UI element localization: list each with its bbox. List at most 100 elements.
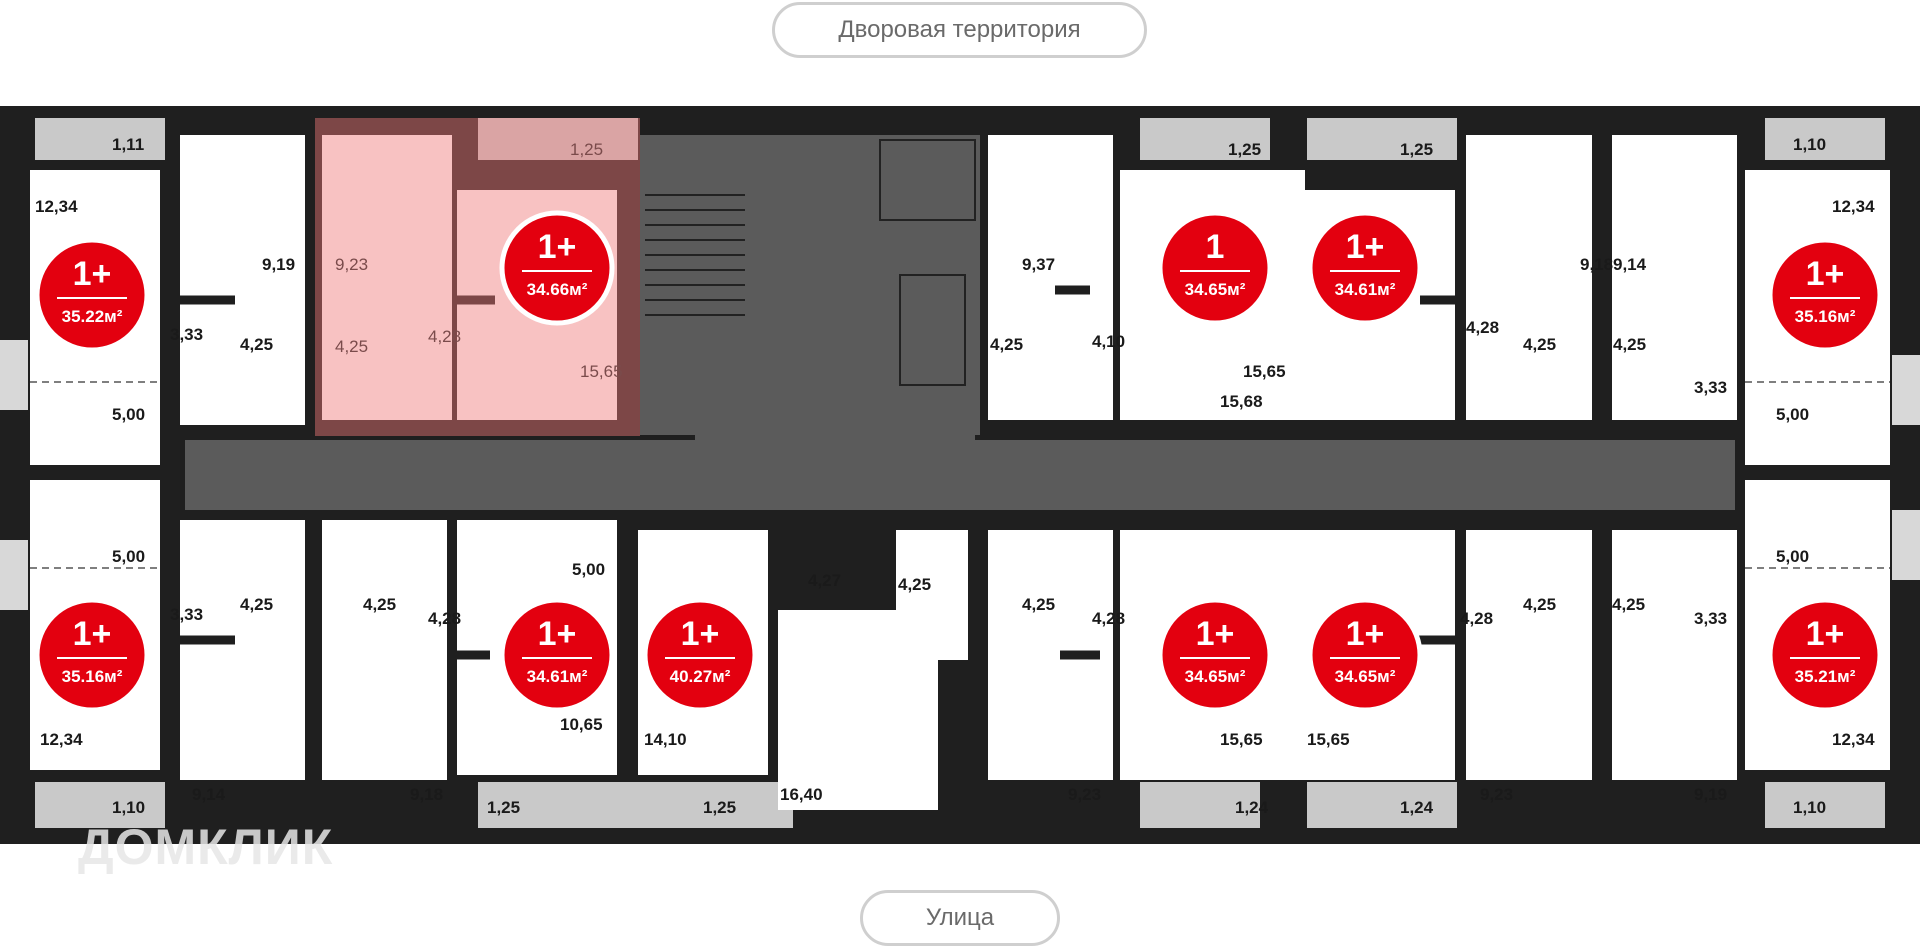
apartment-area: 34.65м² [1185,667,1246,686]
partitions [180,285,1460,660]
apartment-badges[interactable]: 1+ 35.22м² 1+ 34.66м² 1 34.65м² 1+ 34.61м² 1+ 35.… [34,210,1883,713]
badge-circle[interactable] [499,210,615,326]
room-area-label: 4,28 [428,609,461,628]
balconies-bottom [35,782,1885,828]
apartment-badge-b5[interactable]: 1+34.65м² [1307,597,1423,713]
badge-circle[interactable] [1767,237,1883,353]
room-area-label: 12,34 [1832,197,1875,216]
badge-circle[interactable] [1307,210,1423,326]
room-area-label: 16,40 [780,785,823,804]
room-area-label: 9,14 [192,785,226,804]
room-area-label: 9,18 [1580,255,1613,274]
room-area-label: 9,19 [1694,785,1727,804]
room-area-label: 1,24 [1235,798,1269,817]
room-area-label: 5,00 [1776,547,1809,566]
room-area-label: 4,25 [1523,335,1556,354]
room-area-label: 5,00 [112,405,145,424]
badge-circle[interactable] [34,237,150,353]
room-area-label: 1,24 [1400,798,1434,817]
badge-circle[interactable] [642,597,758,713]
room-area-label: 14,10 [644,730,687,749]
room-area-label: 4,10 [1092,332,1125,351]
room-area-labels: 1,1112,349,193,334,255,001,259,234,254,2… [35,135,1875,817]
badge-circle[interactable] [1157,597,1273,713]
room-area-label: 1,10 [1793,798,1826,817]
apartment-badge-a4[interactable]: 1+ 34.61м² [1307,210,1423,326]
room-area-label: 5,00 [1776,405,1809,424]
apartment-area: 34.65м² [1185,280,1246,299]
apartment-area: 34.66м² [527,280,588,299]
room-area-label: 1,25 [1400,140,1433,159]
apartment-type: 1 [1206,228,1225,266]
apartment-area: 35.21м² [1795,667,1856,686]
room-area-label: 12,34 [35,197,78,216]
room-area-label: 4,25 [335,337,368,356]
room-area-label: 9,23 [335,255,368,274]
apartment-badge-b3[interactable]: 1+ 40.27м² [642,597,758,713]
room-area-label: 1,25 [703,798,736,817]
apartment-badge-b4[interactable]: 1+34.65м² [1157,597,1273,713]
lobby [695,405,975,455]
apartment-badge-b1[interactable]: 1+ 35.16м² [34,597,150,713]
apartment-badge-a2[interactable]: 1+ 34.66м² [499,210,615,326]
room-area-label: 4,25 [363,595,396,614]
room-area-label: 4,25 [1613,335,1646,354]
badge-circle[interactable] [499,597,615,713]
apartment-type: 1+ [73,255,112,293]
room-area-label: 4,28 [1092,609,1125,628]
apartment-badge-b6[interactable]: 1+ 35.21м² [1767,597,1883,713]
room-area-label: 3,33 [1694,609,1727,628]
apartment-badge-b2[interactable]: 1+ 34.61м² [499,597,615,713]
balconies-top [35,118,1885,160]
room-area-label: 15,65 [1243,362,1286,381]
room-area-label: 4,27 [808,571,841,590]
stairs [645,139,976,386]
watermark-logo: ДОМКЛИК [78,819,334,875]
apartment-area: 40.27м² [670,667,731,686]
badge-circle[interactable] [1767,597,1883,713]
apartment-type: 1+ [1346,615,1385,653]
room-area-label: 15,68 [1220,392,1263,411]
room-area-label: 4,28 [1460,609,1493,628]
apartment-badge-a5[interactable]: 1+ 35.16м² [1767,237,1883,353]
room-area-label: 3,33 [170,605,203,624]
apartment-area: 34.61м² [527,667,588,686]
apartment-area: 34.61м² [1335,280,1396,299]
room-area-label: 12,34 [1832,730,1875,749]
apartment-type: 1+ [73,615,112,653]
room-area-label: 4,25 [898,575,931,594]
apartment-badge-a3[interactable]: 1 34.65м² [1157,210,1273,326]
dashed-lines [30,381,1890,569]
badge-circle[interactable] [34,597,150,713]
apartment-type: 1+ [538,228,577,266]
street-label: Улица [860,890,1060,946]
apartment-type: 1+ [538,615,577,653]
apartment-type: 1+ [1806,255,1845,293]
room-area-label: 1,25 [1228,140,1261,159]
room-area-label: 9,23 [1480,785,1513,804]
room-area-label: 15,65 [580,362,623,381]
apartment-area: 35.22м² [62,307,123,326]
room-area-label: 9,14 [1613,255,1647,274]
room-area-label: 1,25 [570,140,603,159]
apartment-type: 1+ [1346,228,1385,266]
room-area-label: 4,25 [1523,595,1556,614]
room-area-label: 5,00 [572,560,605,579]
apartment-type: 1+ [1806,615,1845,653]
room-area-label: 4,28 [1466,318,1499,337]
room-area-label: 10,65 [560,715,603,734]
apartment-type: 1+ [681,615,720,653]
room-area-label: 4,28 [428,327,461,346]
windows-side [0,340,1920,610]
room-area-label: 12,34 [40,730,83,749]
badge-circle[interactable] [1157,210,1273,326]
apartment-area: 35.16м² [1795,307,1856,326]
room-area-label: 3,33 [170,325,203,344]
apartment-badge-a1[interactable]: 1+ 35.22м² [34,237,150,353]
room-area-label: 9,23 [1068,785,1101,804]
apartment-area: 35.16м² [62,667,123,686]
room-area-label: 5,00 [112,547,145,566]
badge-circle[interactable] [1307,597,1423,713]
room-area-label: 4,25 [1022,595,1055,614]
room-area-label: 4,25 [1612,595,1645,614]
